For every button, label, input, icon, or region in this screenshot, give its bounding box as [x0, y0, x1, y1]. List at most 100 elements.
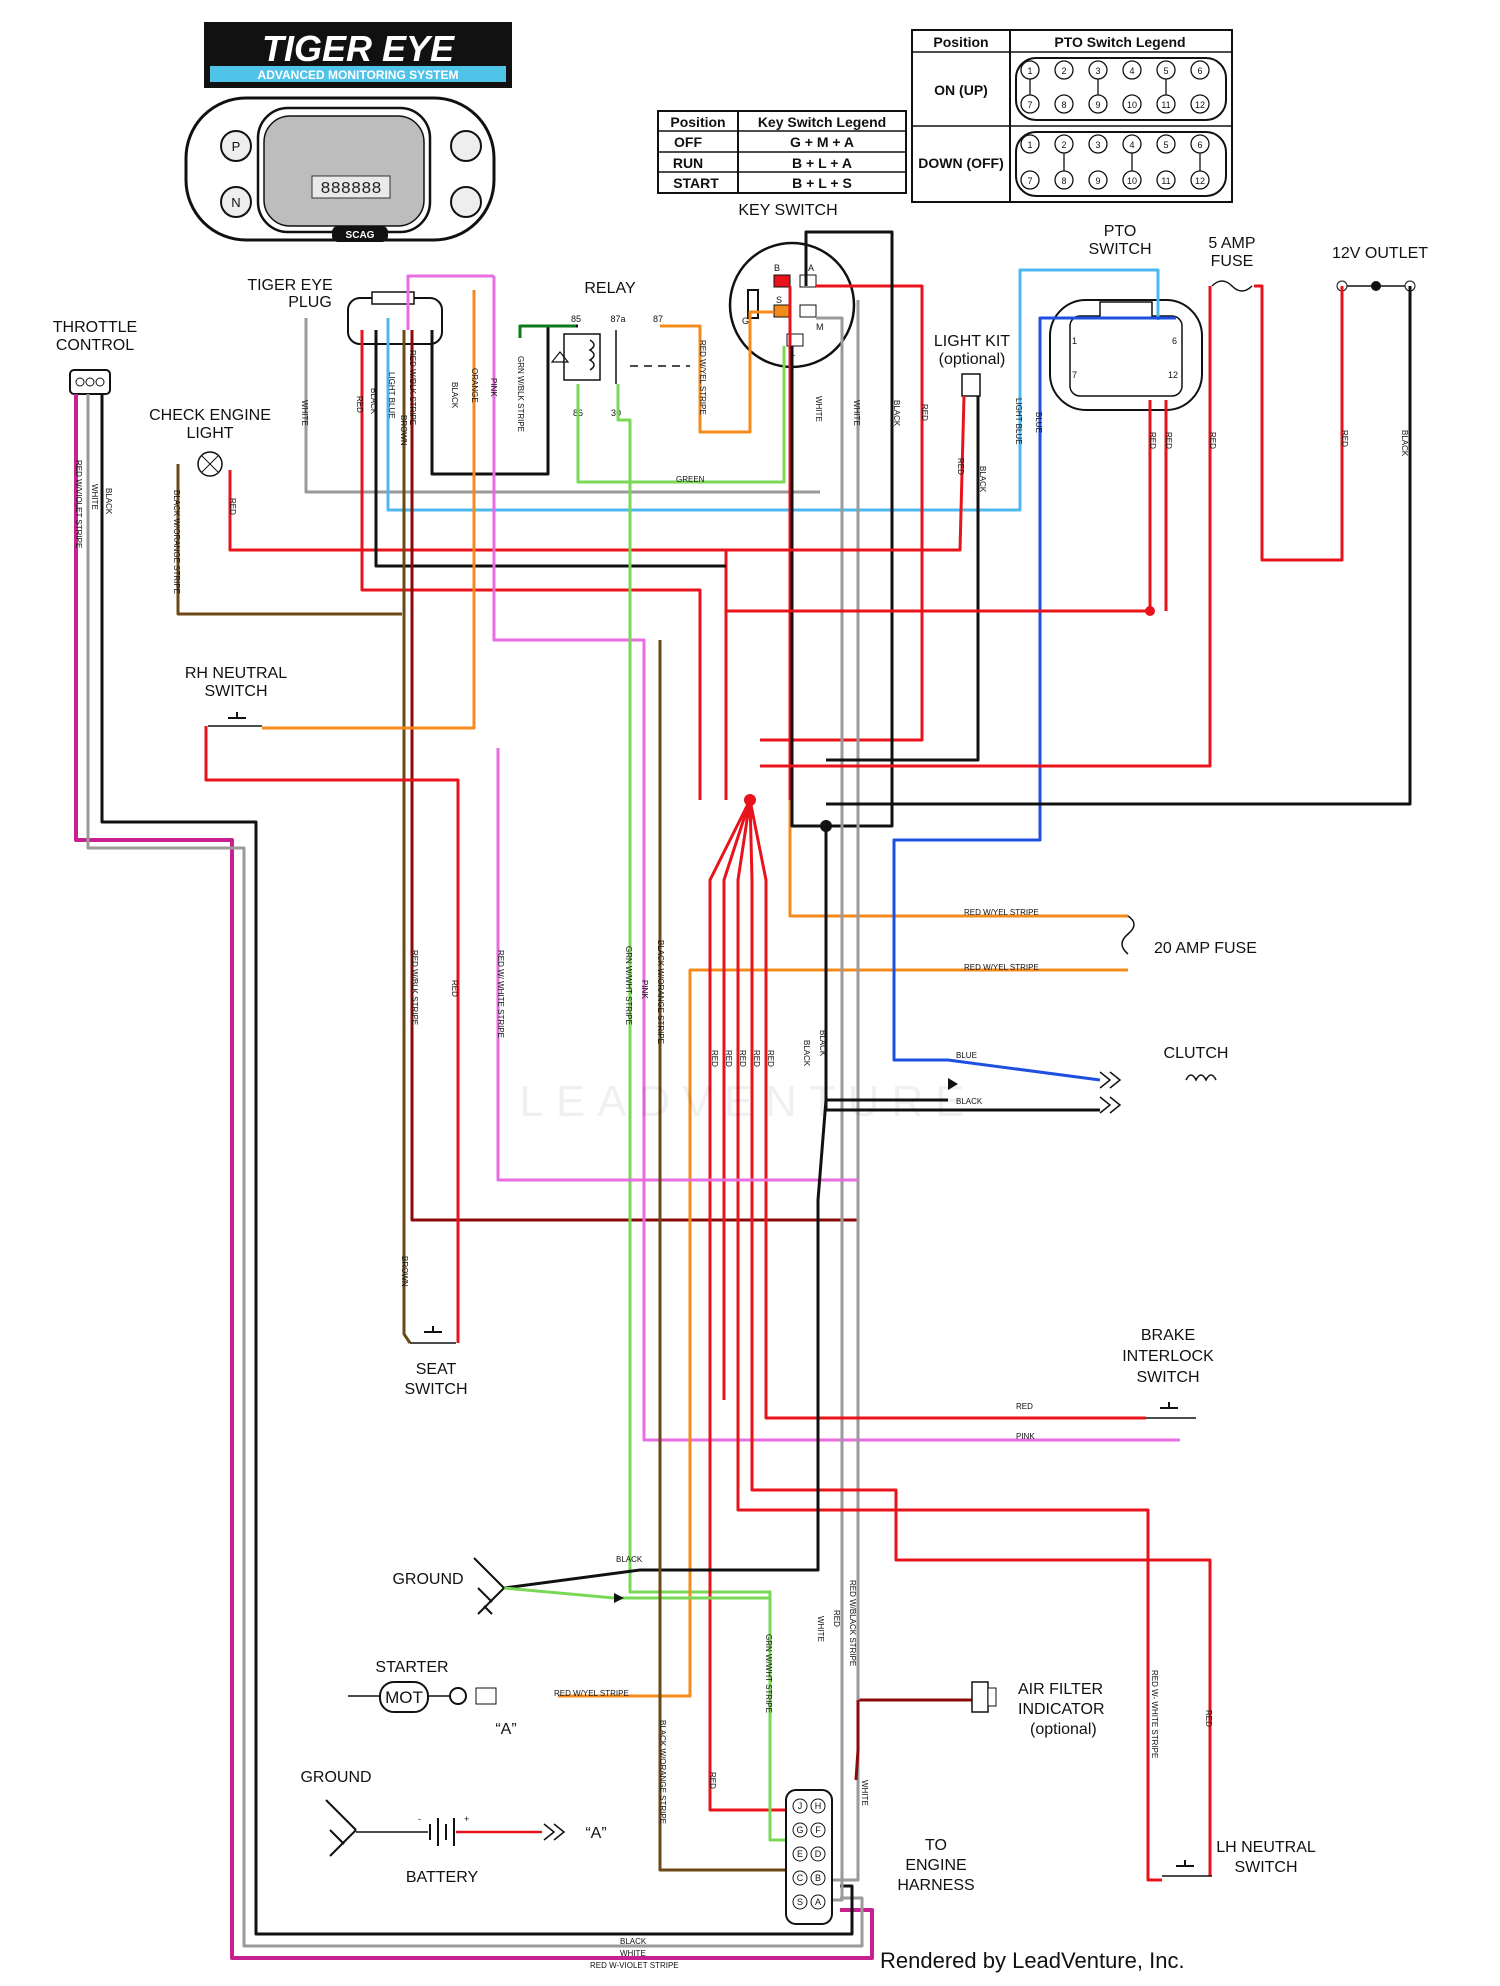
wire-label-red-7: RED [1340, 430, 1349, 447]
wire-check-engine-red [228, 470, 728, 800]
key-switch-legend-table: Position Key Switch Legend OFF G + M + A… [657, 110, 907, 194]
pto-legend-pin-label: 8 [1061, 176, 1066, 186]
wire-label-red-5: RED [1164, 432, 1173, 449]
engine-pin-label: E [797, 1849, 803, 1859]
wire-label-bottom-white: WHITE [620, 1949, 646, 1958]
pto-legend-pin-label: 11 [1161, 176, 1170, 186]
engine-pin [810, 1846, 826, 1862]
light-kit: LIGHT KIT (optional) [934, 333, 1010, 397]
wire-label-red-10: RED [710, 1050, 719, 1067]
pto-legend-pin-label: 2 [1061, 66, 1066, 76]
engine-pin [810, 1894, 826, 1910]
wire-outlet-black [826, 286, 1412, 806]
wire-label-red-black: RED W/BLK STRIPE [408, 350, 417, 425]
pto-connector-pin-1: 1 [1072, 336, 1077, 346]
engine-harness-label-2: ENGINE [905, 1857, 966, 1874]
fuse-5-amp: 5 AMP FUSE [1208, 235, 1256, 292]
key-legend-pos-start: START [673, 175, 719, 191]
pto-legend-pos-down: DOWN (OFF) [918, 155, 1004, 171]
engine-pin-label: A [815, 1897, 821, 1907]
park-button-letter: P [232, 139, 241, 154]
pto-legend-pin-label: 9 [1095, 176, 1100, 186]
relay-pin-87a: 87a [610, 314, 625, 324]
wire-label-red: RED [355, 396, 364, 413]
wire-label-red-16: RED [708, 1772, 717, 1789]
engine-pin-label: G [796, 1825, 803, 1835]
pto-legend-pin-label: 1 [1027, 66, 1032, 76]
wire-fuse-red [760, 286, 1212, 768]
pto-switch-label-1: PTO [1104, 223, 1137, 240]
wire-label-black-6: BLACK [104, 488, 113, 515]
throttle-control: THROTTLE CONTROL [53, 319, 137, 395]
wire-plug-brown [402, 330, 412, 1344]
ground-1-label: GROUND [392, 1571, 463, 1588]
wire-harness [74, 230, 1412, 1960]
engine-pin [810, 1798, 826, 1814]
pto-legend-pin-label: 4 [1129, 140, 1134, 150]
outlet-12v-label: 12V OUTLET [1332, 245, 1428, 262]
pto-legend-header-position: Position [933, 34, 988, 50]
wire-label-grn-wht-2: GRN W/WHT STRIPE [764, 1634, 773, 1713]
wire-label-brown-2: BROWN [400, 1256, 409, 1287]
wire-label-red-2: RED [920, 404, 929, 421]
wire-label-red-6: RED [1208, 432, 1217, 449]
wire-lightkit-black [826, 396, 980, 762]
seat-switch-label-2: SWITCH [404, 1381, 467, 1398]
battery-label: BATTERY [406, 1869, 479, 1886]
engine-harness-label-3: HARNESS [897, 1877, 974, 1894]
engine-pin-label: D [815, 1849, 822, 1859]
engine-pin-label: C [797, 1873, 804, 1883]
wire-check-engine-brown [176, 464, 402, 616]
wire-label-grn-wht: GRN W/WHT STRIPE [624, 946, 633, 1025]
pto-connector-pin-12: 12 [1168, 370, 1178, 380]
brake-interlock-switch: BRAKE INTERLOCK SWITCH [1122, 1327, 1214, 1419]
svg-text:888888: 888888 [320, 180, 381, 199]
engine-pin-label: S [797, 1897, 803, 1907]
key-legend-contacts-run: B + L + A [792, 155, 852, 171]
light-kit-label-2: (optional) [939, 351, 1006, 368]
wire-outlet-red [1254, 284, 1344, 562]
pto-legend-pin [1122, 94, 1142, 114]
pto-legend-header-legend: PTO Switch Legend [1054, 34, 1185, 50]
pto-switch-label-2: SWITCH [1088, 241, 1151, 258]
wire-label-red-violet: RED W/VIOLET STRIPE [74, 460, 83, 548]
pto-legend-pin [1156, 170, 1176, 190]
wire-ground-black [503, 1098, 948, 1590]
wire-label-red-14: RED [766, 1050, 775, 1067]
pto-legend-pin-label: 3 [1095, 66, 1100, 76]
credit: Rendered by LeadVenture, Inc. [880, 1948, 1185, 1973]
wire-label-clutch-black: BLACK [956, 1097, 983, 1106]
black-junction [820, 820, 832, 832]
pto-legend-pin-label: 10 [1127, 176, 1137, 186]
wire-label-red-13: RED [752, 1050, 761, 1067]
check-engine-light: CHECK ENGINE LIGHT [149, 407, 271, 477]
pto-legend-pin [1190, 60, 1210, 80]
engine-pin [810, 1822, 826, 1838]
pto-legend-pin-label: 5 [1163, 140, 1168, 150]
clutch-label: CLUTCH [1164, 1045, 1229, 1062]
wire-ground-green [503, 1586, 800, 1842]
wire-labels: WHITE RED BLACK LIGHT BLUE BROWN RED W/B… [74, 340, 1409, 1970]
tiger-eye-plug-label-2: PLUG [288, 294, 332, 311]
wire-lightkit-red [726, 395, 966, 552]
wire-black-orange [658, 640, 800, 1872]
wire-label-white-3: WHITE [852, 400, 861, 426]
wire-label-fuse-red-yel-2: RED W/YEL STRIPE [964, 963, 1039, 972]
logo-subtitle: ADVANCED MONITORING SYSTEM [258, 68, 459, 82]
pto-legend-pin-label: 10 [1127, 100, 1137, 110]
wire-label-white-6: WHITE [860, 1780, 869, 1806]
key-pin-s: S [776, 295, 782, 305]
tiger-eye-plug-label-1: TIGER EYE [247, 277, 332, 294]
pto-legend-pin-label: 7 [1027, 176, 1032, 186]
wire-label-black-8: BLACK [818, 1030, 827, 1057]
logo-title: TIGER EYE [262, 28, 455, 69]
wire-plug-orange [262, 290, 476, 730]
wire-relay-30-green [616, 384, 772, 1620]
relay-label: RELAY [584, 280, 636, 297]
wire-label-orange: ORANGE [470, 368, 479, 403]
wire-plug-light-blue [386, 268, 1160, 512]
watermark: LEADVENTURE [519, 1077, 976, 1126]
wire-plug-pink-top [406, 274, 494, 330]
engine-pin [792, 1798, 808, 1814]
pto-legend-pin-label: 9 [1095, 100, 1100, 110]
